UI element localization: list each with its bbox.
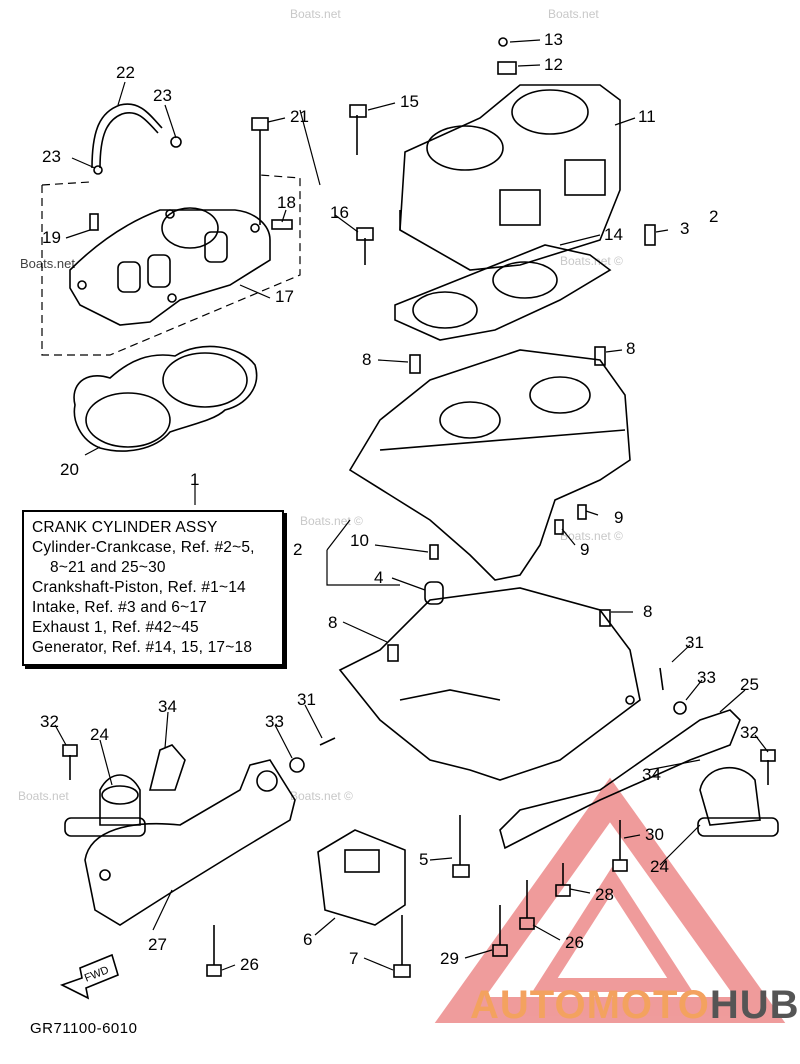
callout-26: 26 <box>565 933 584 952</box>
cylinder-head-gasket <box>73 345 258 452</box>
callout-1: 1 <box>190 470 199 489</box>
callout-labels: 1 2 2 3 4 5 6 7 8 8 8 8 9 9 10 11 12 13 … <box>40 30 759 974</box>
watermark: Boats.net <box>548 7 599 21</box>
callout-15: 15 <box>400 92 419 111</box>
callout-33: 33 <box>697 668 716 687</box>
assembly-title: CRANK CYLINDER ASSY <box>32 519 218 536</box>
cylinder-block <box>399 37 621 271</box>
watermark: Boats.net © <box>560 254 623 268</box>
assembly-line: Intake, Ref. #3 and 6~17 <box>32 599 207 616</box>
callout-2: 2 <box>293 540 302 559</box>
callout-12: 12 <box>544 55 563 74</box>
callout-24: 24 <box>650 857 669 876</box>
leader-lines <box>54 39 769 971</box>
watermark: Boats.net © <box>290 789 353 803</box>
assembly-line: Generator, Ref. #14, 15, 17~18 <box>32 639 253 656</box>
callout-6: 6 <box>303 930 312 949</box>
fwd-label: FWD <box>83 964 111 985</box>
callout-29: 29 <box>440 949 459 968</box>
callout-3: 3 <box>680 219 689 238</box>
assembly-line: 8~21 and 25~30 <box>50 559 166 576</box>
figure-code: GR71100-6010 <box>30 1020 138 1037</box>
assembly-line: Cylinder-Crankcase, Ref. #2~5, <box>32 539 255 556</box>
callout-34: 34 <box>642 765 661 784</box>
callout-4: 4 <box>374 568 383 587</box>
intake-cover-group <box>41 103 301 356</box>
rectifier-block <box>317 829 406 926</box>
callout-17: 17 <box>275 287 294 306</box>
assembly-line: Crankshaft-Piston, Ref. #1~14 <box>32 579 246 596</box>
callout-26: 26 <box>240 955 259 974</box>
brand-logo-text: AUTOMOTOHUB <box>470 983 800 1028</box>
callout-8: 8 <box>328 613 337 632</box>
lower-crankcase <box>338 587 641 781</box>
callout-32: 32 <box>40 712 59 731</box>
callout-30: 30 <box>645 825 664 844</box>
callout-19: 19 <box>42 228 61 247</box>
callout-31: 31 <box>297 690 316 709</box>
callout-7: 7 <box>349 949 358 968</box>
callout-21: 21 <box>290 107 309 126</box>
callout-13: 13 <box>544 30 563 49</box>
callout-18: 18 <box>277 193 296 212</box>
callout-28: 28 <box>595 885 614 904</box>
callout-8: 8 <box>362 350 371 369</box>
callout-16: 16 <box>330 203 349 222</box>
callout-23: 23 <box>42 147 61 166</box>
callout-33: 33 <box>265 712 284 731</box>
callout-23: 23 <box>153 86 172 105</box>
watermark: Boats.net © <box>300 514 363 528</box>
brand-part-2: HUB <box>709 983 800 1027</box>
callout-27: 27 <box>148 935 167 954</box>
callout-20: 20 <box>60 460 79 479</box>
cylinder-base-gasket <box>394 244 612 341</box>
assembly-reference-box: CRANK CYLINDER ASSY Cylinder-Crankcase, … <box>22 510 284 666</box>
callout-8: 8 <box>643 602 652 621</box>
callout-24: 24 <box>90 725 109 744</box>
bolts <box>62 104 776 978</box>
callout-8: 8 <box>626 339 635 358</box>
callout-32: 32 <box>740 723 759 742</box>
callout-22: 22 <box>116 63 135 82</box>
callout-2: 2 <box>709 207 718 226</box>
watermark: Boats.net <box>20 256 75 271</box>
watermark: Boats.net <box>18 789 69 803</box>
callout-34: 34 <box>158 697 177 716</box>
callout-9: 9 <box>614 508 623 527</box>
callout-5: 5 <box>419 850 428 869</box>
watermark: Boats.net © <box>560 529 623 543</box>
callout-14: 14 <box>604 225 623 244</box>
callout-11: 11 <box>638 107 656 126</box>
upper-crankcase <box>348 346 631 605</box>
callout-10: 10 <box>350 531 369 550</box>
brand-triangle-logo <box>434 777 786 1023</box>
forward-arrow: FWD <box>59 953 119 1000</box>
brand-part-1: AUTOMOTO <box>470 983 710 1027</box>
watermark: Boats.net <box>290 7 341 21</box>
engine-mounts <box>64 695 779 926</box>
callout-9: 9 <box>580 540 589 559</box>
callout-25: 25 <box>740 675 759 694</box>
assembly-line: Exhaust 1, Ref. #42~45 <box>32 619 199 636</box>
callout-31: 31 <box>685 633 704 652</box>
